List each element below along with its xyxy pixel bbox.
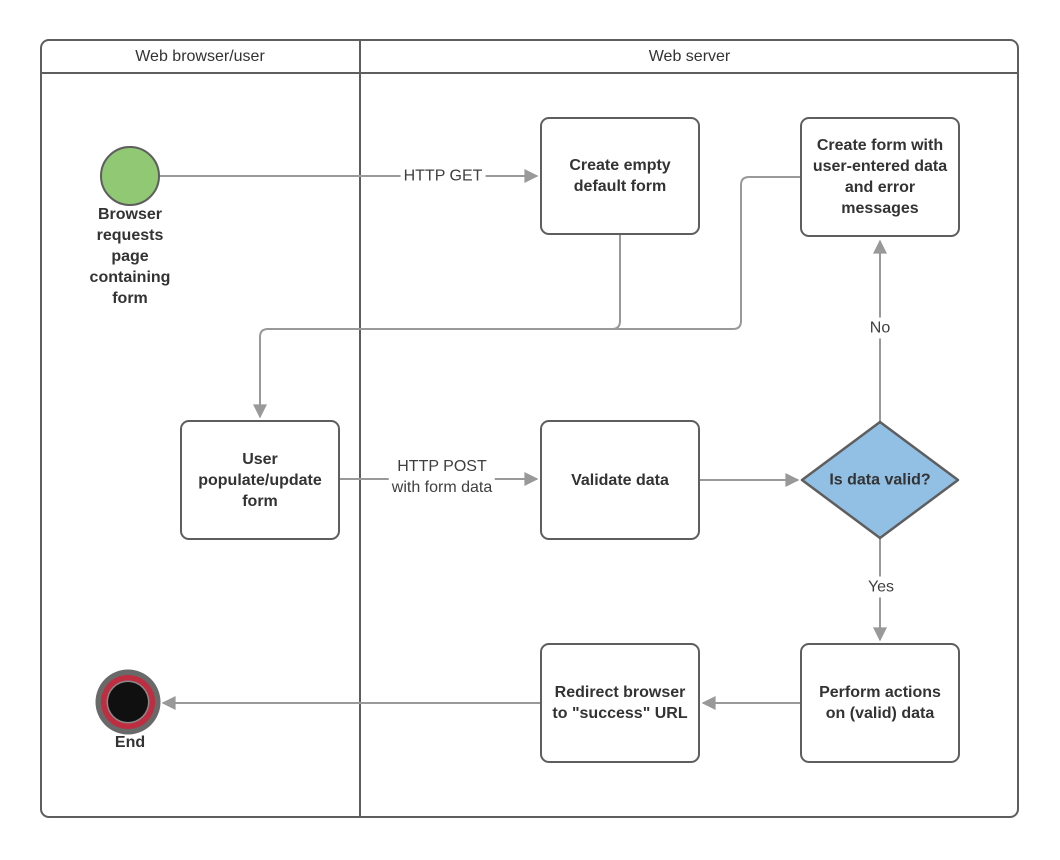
lane-header-web-server: Web server <box>648 47 731 65</box>
process-redirect-browser: Redirect browser to "success" URL <box>540 643 700 763</box>
decision-is-data-valid-label: Is data valid? <box>829 471 931 489</box>
process-perform-actions: Perform actions on (valid) data <box>800 643 960 763</box>
process-create-form-errors: Create form with user-entered data and e… <box>800 117 960 237</box>
start-node <box>100 146 160 206</box>
edge-create-empty-to-merge <box>608 235 621 330</box>
process-validate-data: Validate data <box>540 420 700 540</box>
edge-label-http-post: HTTP POST with form data <box>388 456 496 498</box>
start-node-label: Browser requests page containing form <box>89 206 171 307</box>
edge-errors-to-user-populate <box>253 176 800 419</box>
edge-label-http-get: HTTP GET <box>400 165 486 187</box>
end-node <box>108 682 148 722</box>
process-create-empty-form: Create empty default form <box>540 117 700 235</box>
edge-label-no: No <box>866 317 894 339</box>
edge-label-yes: Yes <box>864 576 898 598</box>
process-user-populate-form: User populate/update form <box>180 420 340 540</box>
end-node-label: End <box>114 734 146 751</box>
decision-diamond-shape <box>800 420 960 540</box>
diagram-frame <box>40 39 1019 818</box>
lane-header-web-browser: Web browser/user <box>135 47 265 65</box>
